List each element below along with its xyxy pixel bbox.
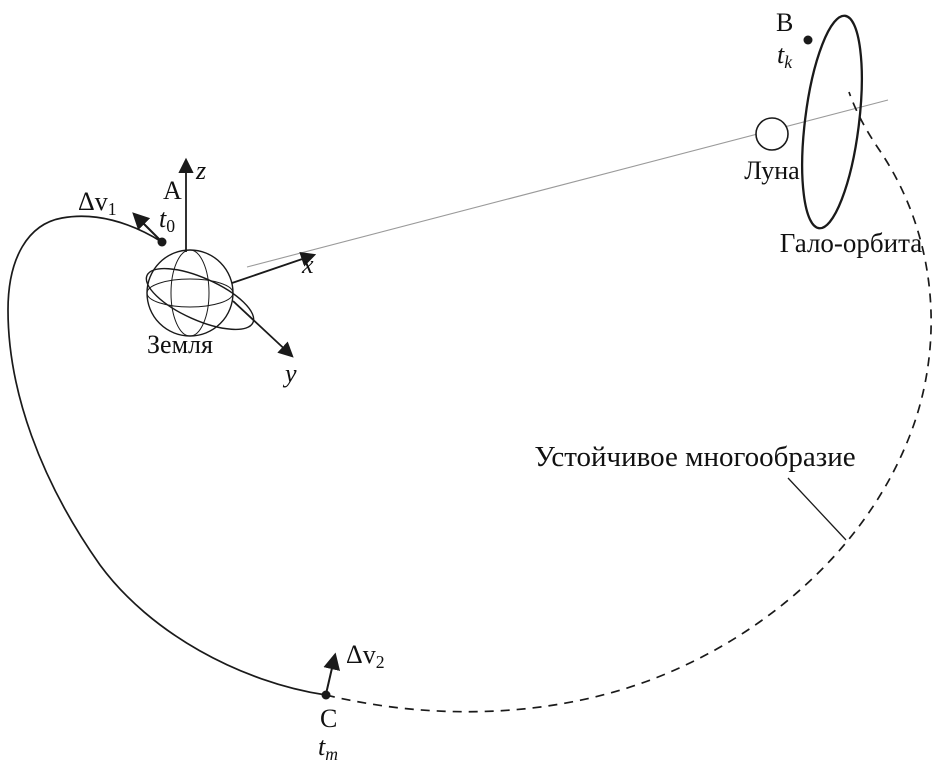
- halo-orbit-label: Гало-орбита: [779, 228, 923, 258]
- point-b-time-sub: k: [784, 51, 793, 72]
- moon-circle: [755, 117, 789, 151]
- delta-v2-arrow: [323, 652, 341, 695]
- earth-globe-circle: [146, 249, 234, 337]
- moon-label: Луна: [744, 156, 800, 185]
- point-b-label: B: [776, 8, 794, 37]
- stable-manifold-path: [325, 91, 932, 713]
- stable-manifold-label: Устойчивое многообразие: [534, 441, 856, 473]
- point-a-time-sub: 0: [166, 215, 176, 236]
- point-c-label: C: [320, 704, 338, 733]
- point-c-dot: [321, 690, 331, 700]
- axis-y-label: y: [285, 360, 297, 387]
- point-a-label: A: [163, 176, 182, 205]
- point-b-time-label: tk: [777, 40, 792, 71]
- earth-meridian: [170, 249, 210, 337]
- axis-x-label: x: [302, 251, 314, 278]
- point-a-dot: [157, 237, 167, 247]
- earth-equator: [146, 278, 234, 308]
- point-c-time-base: t: [318, 732, 326, 761]
- delta-v2-text: Δv: [346, 640, 376, 669]
- delta-v1-sub: 1: [107, 198, 117, 219]
- point-a-time-label: t0: [159, 204, 175, 235]
- earth-parking-orbit: [145, 267, 255, 331]
- delta-v1-text: Δv: [78, 187, 108, 216]
- transfer-trajectory: [7, 215, 327, 696]
- delta-v2-label: Δv2: [346, 640, 385, 671]
- halo-orbit-ellipse: [801, 14, 863, 230]
- earth-label: Земля: [147, 330, 213, 359]
- delta-v1-arrow: [132, 212, 163, 243]
- manifold-pointer-line: [787, 477, 847, 541]
- delta-v2-sub: 2: [375, 651, 385, 672]
- point-b-time-base: t: [777, 40, 785, 69]
- axis-z-text: z: [196, 156, 207, 185]
- axis-z-label: z: [196, 157, 206, 184]
- point-a-time-base: t: [159, 204, 167, 233]
- point-b-dot: [803, 35, 813, 45]
- axis-x-text: x: [302, 250, 314, 279]
- axis-x: [231, 251, 317, 284]
- axis-y-text: y: [285, 359, 297, 388]
- point-c-time-label: tm: [318, 732, 338, 763]
- delta-v1-label: Δv1: [78, 187, 117, 218]
- axis-y: [232, 300, 294, 358]
- point-c-time-sub: m: [325, 743, 338, 764]
